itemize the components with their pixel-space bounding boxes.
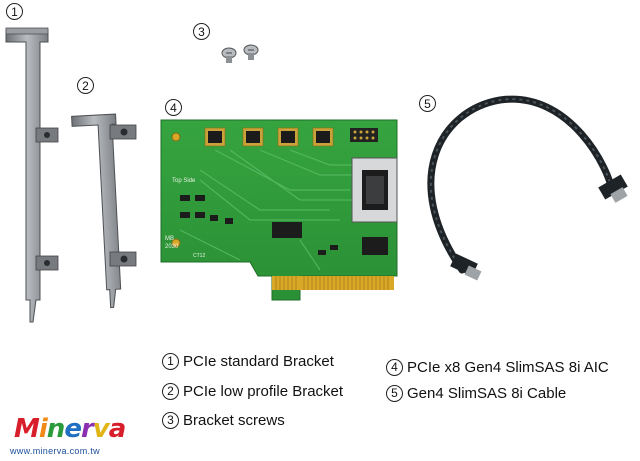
legend-text-2: PCIe low profile Bracket — [183, 383, 344, 400]
legend-num-1: 1 — [162, 353, 179, 370]
logo-letter-i: i — [38, 414, 48, 444]
callout-4: 4 — [165, 99, 182, 116]
callout-2: 2 — [77, 77, 94, 94]
bracket-screws — [221, 44, 259, 63]
legend-text-5: Gen4 SlimSAS 8i Cable — [407, 385, 567, 402]
logo-letter-a: a — [108, 414, 127, 444]
standard-bracket — [5, 27, 59, 323]
legend-text-3: Bracket screws — [183, 412, 285, 429]
legend-num-3: 3 — [162, 412, 179, 429]
callout-5: 5 — [419, 95, 436, 112]
logo-letter-n: n — [46, 414, 65, 444]
legend-num-4: 4 — [386, 359, 403, 376]
cable-connector-left — [450, 253, 482, 281]
cable-connector-right — [598, 174, 628, 203]
pcie-card: Top Side MB 2030 CT12 — [160, 119, 398, 301]
slimsas-cable — [427, 95, 628, 281]
legend-num-2: 2 — [162, 383, 179, 400]
board-year-label: 2030 — [165, 244, 179, 250]
legend-text-4: PCIe x8 Gen4 SlimSAS 8i AIC — [407, 359, 609, 376]
logo-letter-e: e — [64, 414, 82, 444]
callout-3: 3 — [193, 23, 210, 40]
logo-letter-v: v — [92, 414, 110, 444]
slimsas-connector — [351, 157, 398, 223]
logo-letter-r: r — [80, 414, 94, 444]
board-top-side-label: Top Side — [172, 178, 196, 184]
board-ref-label: CT12 — [193, 253, 205, 259]
callout-1: 1 — [6, 3, 23, 20]
logo-letter-m: M — [14, 414, 40, 444]
low-profile-bracket — [71, 113, 137, 309]
board-model-label: MB — [165, 236, 174, 242]
legend-text-1: PCIe standard Bracket — [183, 353, 334, 370]
legend-num-5: 5 — [386, 385, 403, 402]
gold-fingers — [272, 276, 394, 290]
website-url: www.minerva.com.tw — [10, 446, 100, 456]
minerva-logo: Minerva — [14, 414, 127, 444]
